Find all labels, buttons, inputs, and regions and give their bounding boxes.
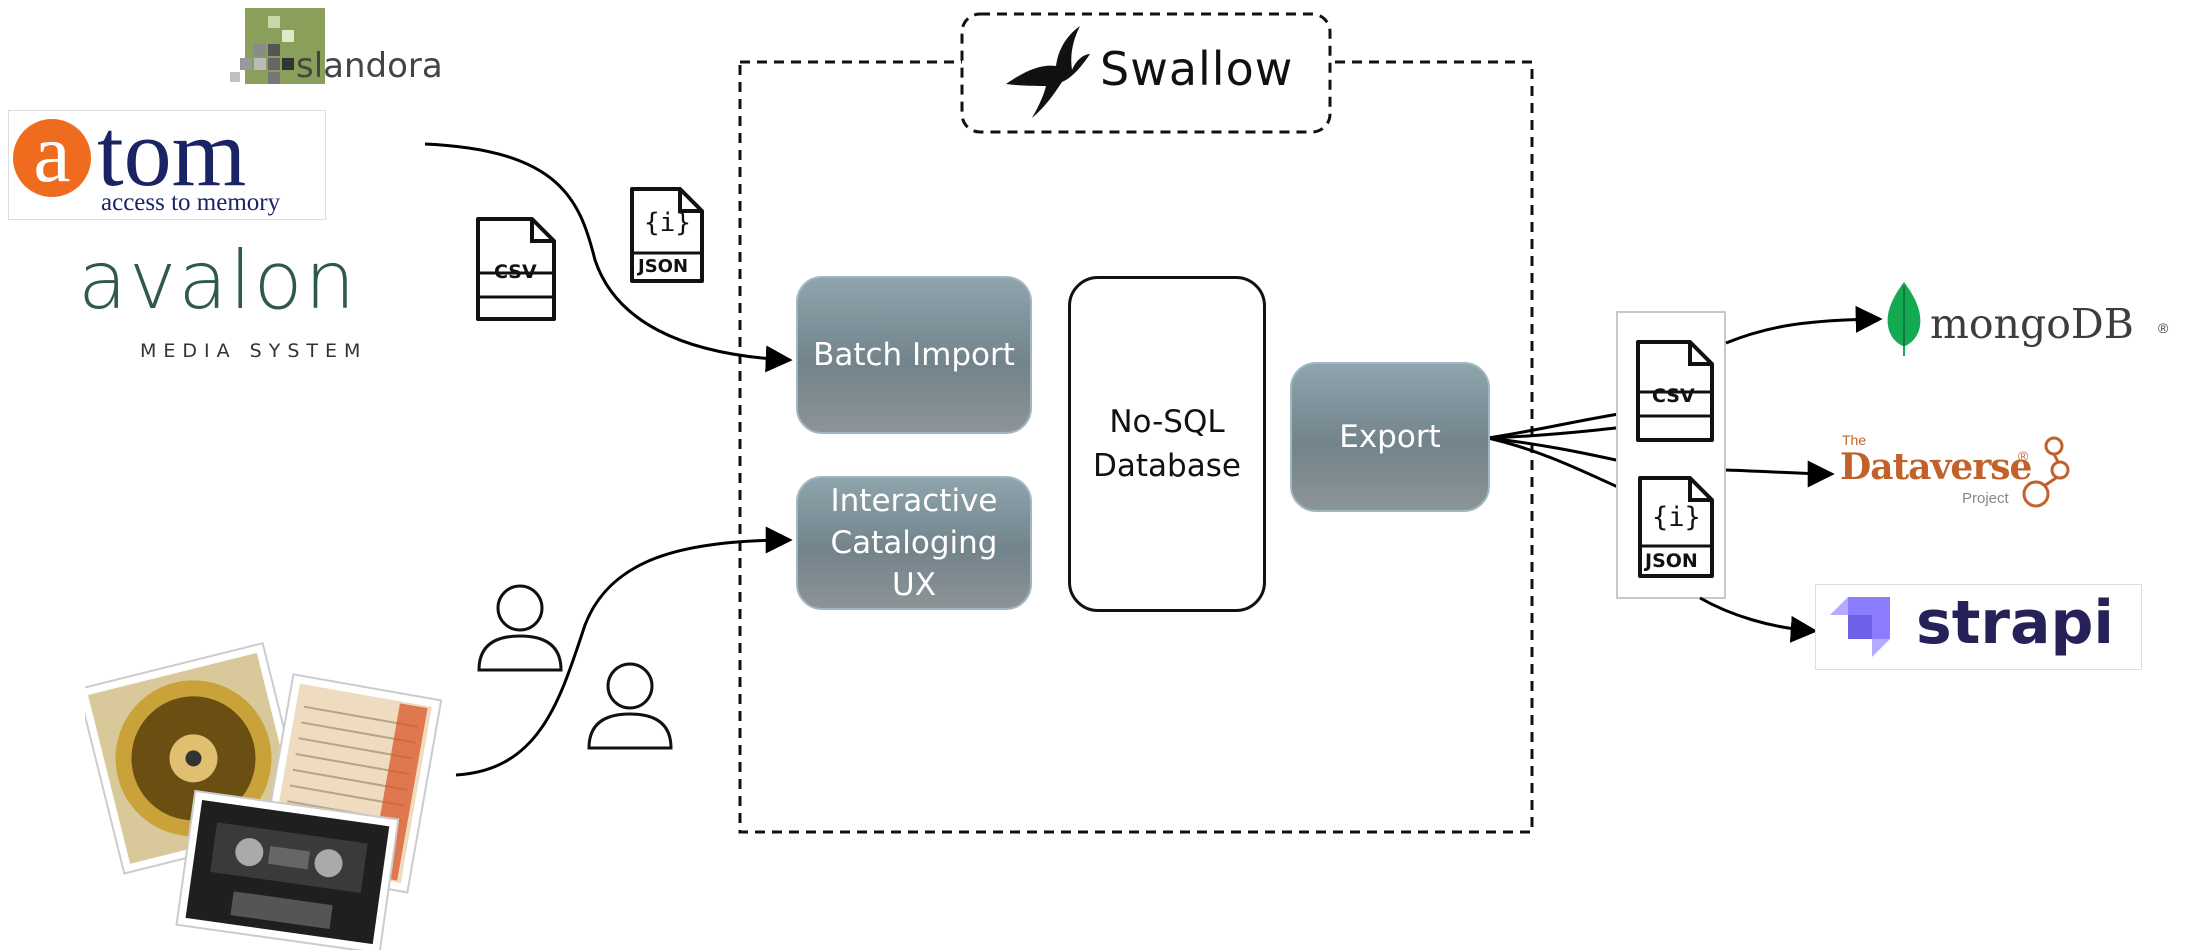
user-icon — [477, 584, 563, 672]
json-file-label-out: JSON — [1645, 550, 1698, 572]
dataverse-nodes-icon — [2022, 436, 2070, 508]
mongodb-logo-text: mongoDB — [1930, 300, 2134, 348]
media-photos — [85, 641, 443, 950]
atom-logo-subtitle: access to memory — [101, 189, 281, 216]
mongodb-registered-mark: ® — [2158, 320, 2169, 336]
user-icon — [587, 662, 673, 750]
strapi-mark-icon — [1830, 597, 1890, 657]
json-file-label-in: JSON — [638, 256, 689, 277]
mongodb-leaf-icon — [1887, 282, 1921, 356]
swallow-title: Swallow — [1100, 42, 1294, 96]
atom-logo-tom: tom — [97, 99, 247, 206]
atom-logo-a: a — [13, 112, 91, 197]
nosql-database-node: No-SQL Database — [1068, 276, 1266, 612]
arrow-to-strapi — [1699, 596, 1818, 643]
json-file-braces-out: {i} — [1652, 502, 1701, 533]
export-line-2 — [1487, 425, 1626, 440]
swallow-bird-icon — [1006, 26, 1090, 118]
export-line-1 — [1487, 411, 1626, 440]
avalon-logo-name: avalon — [78, 234, 358, 327]
export-line-3 — [1487, 436, 1626, 464]
csv-file-label-in: CSV — [494, 261, 537, 283]
atom-logo: a tom access to memory — [8, 99, 326, 220]
islandora-logo-mark — [230, 8, 325, 84]
swallow-title-frame — [960, 12, 1332, 134]
strapi-logo: strapi — [1815, 584, 2142, 670]
json-file-icon — [630, 187, 704, 283]
csv-file-label-out: CSV — [1652, 385, 1695, 407]
batch-import-node: Batch Import — [796, 276, 1032, 434]
islandora-logo-text: slandora — [296, 46, 443, 86]
arrow-to-mongodb — [1725, 305, 1883, 345]
export-line-4 — [1487, 436, 1621, 490]
json-file-icon — [1638, 476, 1714, 578]
export-node: Export — [1290, 362, 1490, 512]
dataverse-the: The — [1842, 432, 1867, 448]
dataverse-logo-text: Dataverse — [1840, 446, 2032, 488]
interactive-arrow — [455, 526, 793, 777]
json-file-braces-in: {i} — [644, 208, 691, 238]
interactive-cataloging-node: Interactive Cataloging UX — [796, 476, 1032, 610]
csv-file-icon — [1636, 340, 1714, 442]
avalon-logo-subtitle: MEDIA SYSTEM — [140, 340, 368, 362]
dataverse-project: Project — [1962, 490, 2009, 507]
import-arrow — [424, 142, 793, 373]
csv-file-icon — [476, 217, 556, 321]
dataverse-registered-mark: ® — [2018, 448, 2029, 464]
arrow-to-dataverse — [1725, 460, 1835, 488]
strapi-logo-text: strapi — [1916, 588, 2114, 658]
